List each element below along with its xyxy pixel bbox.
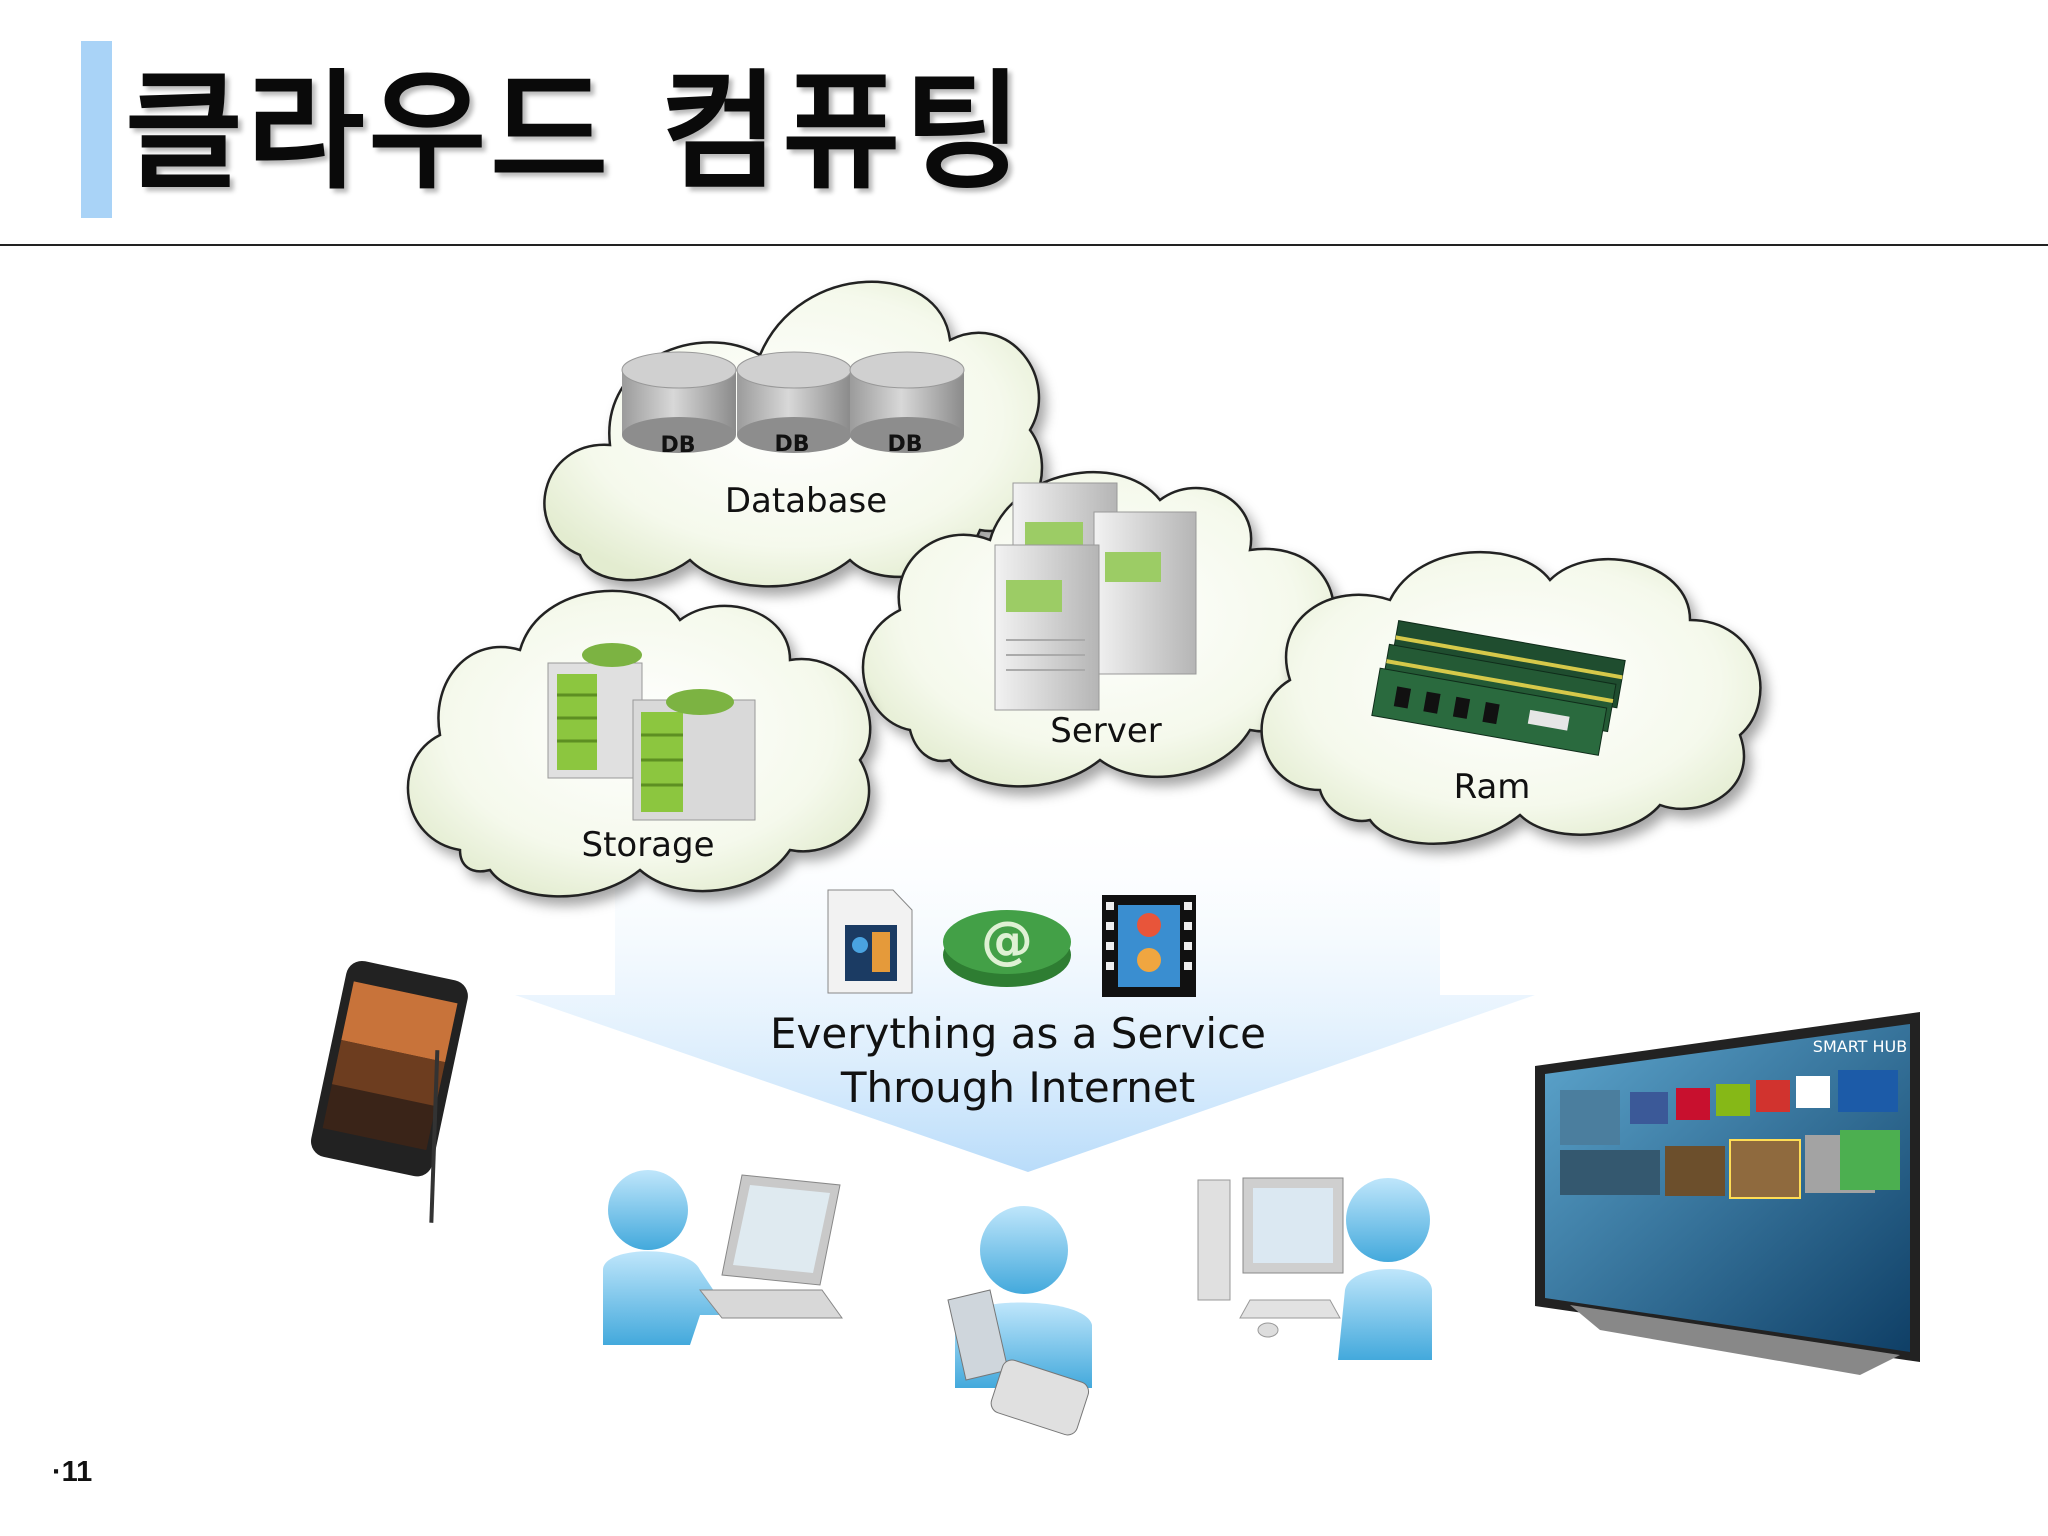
smartphone-icon <box>310 960 468 1223</box>
database-cylinders-icon: DB DB DB <box>621 351 965 458</box>
smart-tv-icon: SMART HUB <box>1535 1012 1920 1375</box>
ram-label: Ram <box>1454 767 1531 807</box>
server-towers-icon <box>994 482 1197 711</box>
laptop-user-icon <box>603 1170 843 1345</box>
page-number: ·11 <box>52 1456 93 1488</box>
service-text-line1: Everything as a Service <box>770 1009 1266 1058</box>
tv-brand-text: SMART HUB <box>1813 1037 1907 1056</box>
storage-boxes-icon <box>547 643 756 821</box>
video-file-icon <box>1102 895 1196 997</box>
db-label: DB <box>774 432 809 457</box>
phone-user-icon <box>947 1206 1092 1436</box>
service-arrow <box>515 830 1535 1172</box>
title-accent-bar <box>81 41 112 218</box>
database-label: Database <box>725 481 887 521</box>
desktop-user-icon <box>1197 1177 1432 1360</box>
media-file-icon <box>827 889 913 994</box>
storage-label: Storage <box>581 825 714 865</box>
cloud-computing-diagram: DB DB DB Database Server Storage <box>310 280 1920 1436</box>
at-sign-icon: @ <box>943 910 1071 987</box>
db-label: DB <box>887 432 922 457</box>
page-title: 클라우드 컴퓨팅 <box>125 58 1026 207</box>
svg-text:@: @ <box>981 911 1033 971</box>
title-divider <box>0 244 2048 246</box>
ram-modules-icon <box>1371 620 1626 756</box>
db-label: DB <box>660 433 695 458</box>
server-label: Server <box>1050 711 1162 751</box>
service-text-line2: Through Internet <box>840 1063 1195 1112</box>
